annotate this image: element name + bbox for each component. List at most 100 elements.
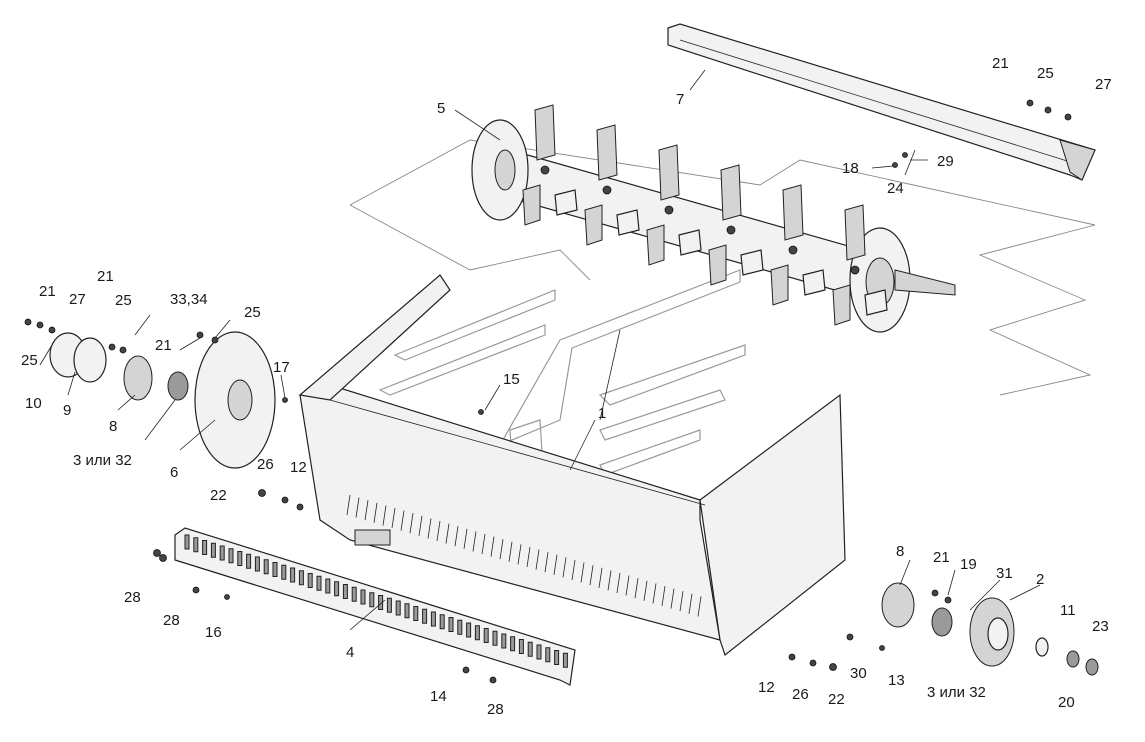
grate-tooth	[536, 644, 542, 660]
grate-tooth	[298, 570, 304, 586]
grate-tooth	[307, 573, 313, 588]
hopper-slot	[526, 546, 531, 568]
grate-tooth	[184, 534, 190, 550]
rotor-paddle	[708, 164, 764, 286]
hopper-slot	[409, 513, 414, 534]
grate-tooth	[492, 630, 498, 646]
washer-11	[1035, 637, 1049, 657]
hopper-slot	[499, 539, 504, 560]
grate-tooth	[510, 636, 516, 652]
grate-tooth	[228, 548, 234, 564]
grate-tooth	[466, 622, 472, 638]
callout-13: 13	[888, 672, 905, 689]
grate-tooth	[474, 625, 480, 641]
callout-9: 9	[63, 402, 71, 419]
hopper-slot	[589, 565, 594, 586]
callout-labels: 1 2 3 или 32 3 или 32 4 5 6 7 8 8 9 10 1…	[21, 55, 1112, 718]
hopper-slot	[688, 593, 693, 614]
callout-25-c: 25	[244, 304, 261, 321]
callout-2: 2	[1036, 571, 1044, 588]
hopper-slot	[373, 502, 378, 523]
grate-tooth	[202, 540, 208, 555]
callout-29: 29	[937, 153, 954, 170]
callout-21-d: 21	[933, 549, 950, 566]
hopper-slot	[355, 497, 360, 518]
grate-tooth	[316, 575, 322, 591]
hopper-slot	[400, 510, 405, 531]
hopper-slot	[643, 580, 648, 601]
hopper-slot	[454, 526, 459, 547]
callout-28-b: 28	[163, 612, 180, 629]
callout-24: 24	[887, 180, 904, 197]
callout-11: 11	[1060, 602, 1076, 619]
callout-22-right: 22	[828, 691, 845, 708]
grate-tooth	[562, 652, 568, 668]
grate-tooth	[219, 545, 225, 561]
hopper-slot	[463, 528, 468, 549]
callout-25-b: 25	[115, 292, 132, 309]
hopper-slot	[634, 578, 639, 599]
top-cover-plate	[667, 23, 1096, 181]
hopper-slots	[346, 494, 702, 617]
hopper-slot	[364, 500, 369, 521]
callout-1: 1	[598, 405, 606, 422]
callout-21-b: 21	[97, 268, 114, 285]
hopper-slot	[598, 567, 603, 588]
callout-21-e: 21	[992, 55, 1009, 72]
grate-tooth	[413, 606, 419, 621]
callout-12-left: 12	[290, 459, 307, 476]
hopper-slot	[571, 559, 576, 581]
callout-26-left: 26	[257, 456, 274, 473]
callout-3-right: 3 или 32	[927, 684, 986, 701]
hopper-slot	[436, 520, 441, 542]
rotor-paddle	[832, 204, 888, 326]
rotor-paddle	[770, 184, 826, 306]
hopper-slot	[652, 583, 657, 604]
hopper-slot	[427, 518, 432, 539]
rotor-paddle	[522, 104, 578, 226]
callout-25-a: 25	[21, 352, 38, 369]
grate-tooth	[290, 567, 296, 583]
hopper-slot	[445, 523, 450, 544]
grate-tooth	[395, 600, 401, 616]
callout-10: 10	[25, 395, 42, 412]
grate-tooth	[342, 584, 348, 599]
callout-20: 20	[1058, 694, 1075, 711]
hopper-slot	[346, 494, 351, 516]
hopper-slot	[382, 505, 387, 526]
hopper-slot	[472, 531, 477, 552]
hopper-slot	[544, 552, 549, 573]
hopper-slot	[508, 541, 513, 562]
hopper-slot	[697, 596, 702, 617]
grate-tooth	[246, 553, 252, 569]
rotor-paddles	[522, 104, 888, 326]
callout-21-c: 21	[155, 337, 172, 354]
bearing-3-left	[167, 371, 189, 401]
grate-tooth	[210, 542, 216, 558]
callout-19: 19	[960, 556, 977, 573]
callout-4: 4	[346, 644, 354, 661]
grate-tooth	[360, 589, 366, 605]
grate-bar	[174, 527, 576, 686]
callout-33-34: 33,34	[170, 291, 208, 308]
callout-27-b: 27	[1095, 76, 1112, 93]
hopper-slot	[418, 515, 423, 536]
grate-tooth	[386, 597, 392, 613]
callout-16: 16	[205, 624, 222, 641]
hopper-slot	[391, 507, 396, 529]
callout-23: 23	[1092, 618, 1109, 635]
rotor-paddle	[646, 144, 702, 266]
grate-tooth	[422, 608, 428, 624]
callout-14: 14	[430, 688, 447, 705]
callout-28-a: 28	[124, 589, 141, 606]
grate-tooth	[483, 628, 489, 643]
callout-15: 15	[503, 371, 520, 388]
grate-tooth	[448, 617, 454, 632]
bearing-3-right	[931, 607, 953, 637]
callout-31: 31	[996, 565, 1013, 582]
grate-tooth	[404, 603, 410, 619]
callout-8-right: 8	[896, 543, 904, 560]
hopper-slot	[607, 570, 612, 591]
flange-disk	[194, 331, 276, 469]
